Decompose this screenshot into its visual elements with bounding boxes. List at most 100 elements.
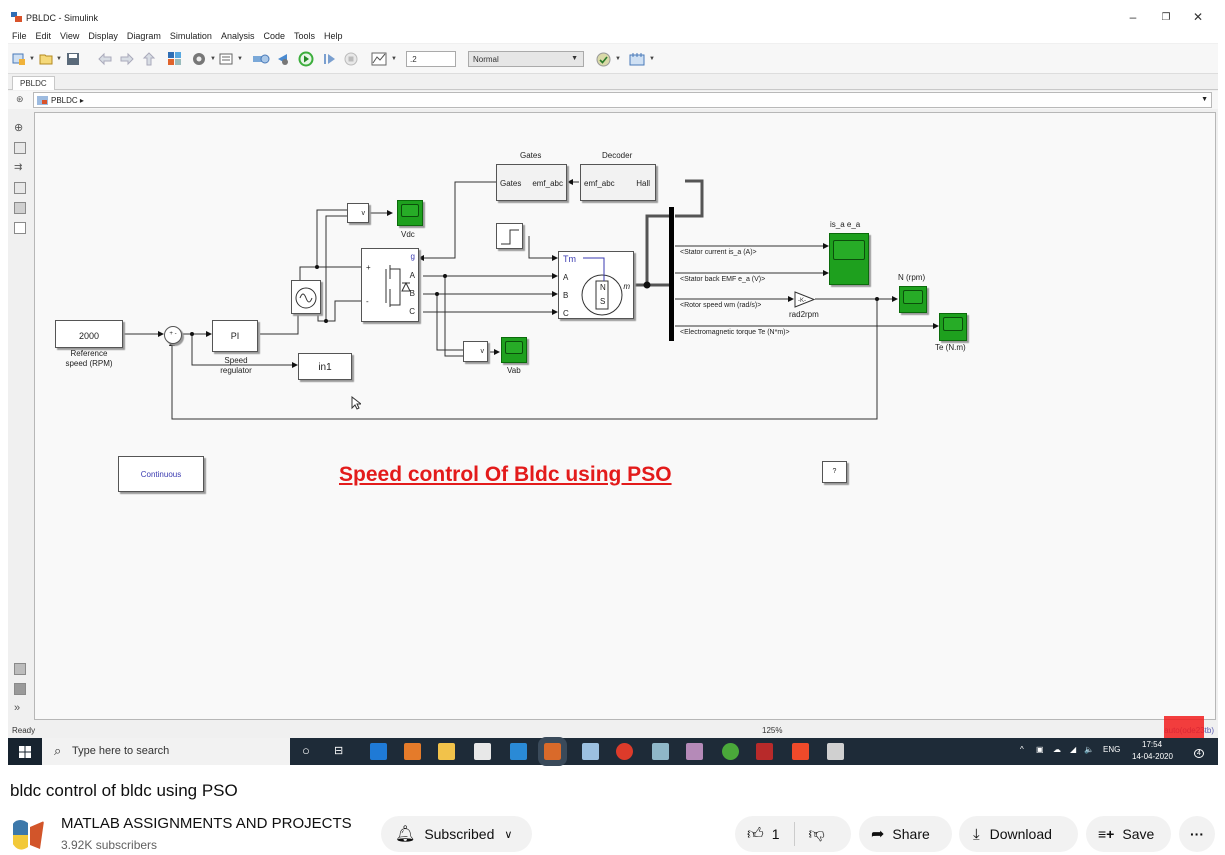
app-icon-3[interactable]: [686, 743, 703, 760]
app-icon-2[interactable]: [652, 743, 669, 760]
record-dropdown-icon[interactable]: ▼: [391, 56, 397, 62]
rad2rpm-gain-block[interactable]: -K-: [794, 291, 816, 308]
download-button[interactable]: ⤓ Download: [959, 816, 1078, 852]
library-browser-icon[interactable]: [168, 52, 182, 66]
step-forward-icon[interactable]: [322, 52, 336, 66]
sum-block[interactable]: + -: [164, 326, 182, 344]
channel-name[interactable]: MATLAB ASSIGNMENTS AND PROJECTS: [61, 815, 352, 832]
build-dropdown-icon[interactable]: ▼: [649, 56, 655, 62]
forward-icon[interactable]: [120, 52, 134, 66]
vdc-voltage-measurement-block[interactable]: v: [347, 203, 369, 223]
property-inspector-icon[interactable]: [14, 683, 26, 695]
pi-controller-block[interactable]: PI: [212, 320, 258, 352]
check-icon[interactable]: [596, 52, 611, 67]
stop-icon[interactable]: [344, 52, 358, 66]
menu-display[interactable]: Display: [88, 31, 118, 41]
model-browser-icon[interactable]: [14, 663, 26, 675]
open-icon[interactable]: [39, 52, 53, 66]
hide-browser-icon[interactable]: ⊛: [16, 94, 24, 104]
utorrent-icon[interactable]: [722, 743, 739, 760]
edge-icon[interactable]: [370, 743, 387, 760]
save-icon[interactable]: [66, 52, 80, 66]
volume-icon[interactable]: 🔈: [1084, 745, 1094, 754]
step-back-icon[interactable]: [275, 52, 289, 66]
te-scope[interactable]: [939, 313, 967, 341]
reference-speed-block[interactable]: 2000: [55, 320, 123, 348]
clock-date[interactable]: 14-04-2020: [1132, 752, 1173, 761]
like-button[interactable]: 👍︎1: [747, 825, 780, 844]
diagram-annotation-title[interactable]: Speed control Of Bldc using PSO: [339, 463, 672, 486]
n-rpm-scope[interactable]: [899, 286, 927, 313]
model-config-icon[interactable]: [192, 52, 206, 66]
app-icon-4[interactable]: [756, 743, 773, 760]
app-icon-6[interactable]: [827, 743, 844, 760]
minimize-button[interactable]: –: [1129, 10, 1137, 24]
vab-scope[interactable]: [501, 337, 527, 363]
chrome-icon[interactable]: [616, 743, 633, 760]
menu-view[interactable]: View: [60, 31, 80, 41]
taskbar-search-input[interactable]: ⌕ Type here to search: [42, 738, 290, 765]
gates-block[interactable]: Gates emf_abc: [496, 164, 567, 201]
cortana-icon[interactable]: ○: [302, 743, 310, 758]
language-indicator[interactable]: ENG: [1103, 745, 1121, 754]
file-explorer-icon[interactable]: [438, 743, 455, 760]
vdc-scope[interactable]: [397, 200, 423, 226]
save-button[interactable]: ≡+ Save: [1086, 816, 1171, 852]
run-icon[interactable]: [298, 51, 314, 67]
matlab-active-icon[interactable]: [538, 737, 567, 766]
vab-voltage-measurement-block[interactable]: v: [463, 341, 488, 362]
subscribed-button[interactable]: 🔔︎ Subscribed ∨: [381, 816, 532, 852]
stop-time-input[interactable]: .2: [406, 51, 456, 67]
share-button[interactable]: ➦ Share: [859, 816, 952, 852]
simulation-mode-select[interactable]: Normal▼: [468, 51, 584, 67]
menu-tools[interactable]: Tools: [293, 31, 315, 41]
close-button[interactable]: ✕: [1192, 10, 1204, 24]
onedrive-icon[interactable]: ☁: [1053, 745, 1061, 754]
scope-record-icon[interactable]: [371, 52, 387, 66]
dislike-button[interactable]: 👎︎: [808, 825, 825, 843]
back-icon[interactable]: [98, 52, 112, 66]
menu-simulation[interactable]: Simulation: [169, 31, 212, 41]
store-icon[interactable]: [474, 743, 491, 760]
diagram-canvas[interactable]: 2000 Reference speed (RPM) + - PI Speed …: [34, 112, 1216, 720]
notification-badge[interactable]: 4: [1194, 749, 1204, 758]
isa-ea-scope[interactable]: [829, 233, 869, 285]
step-block[interactable]: [496, 223, 523, 249]
log-signals-icon[interactable]: [252, 52, 270, 66]
build-icon[interactable]: [629, 52, 645, 66]
route-lines-icon[interactable]: ⇉: [14, 162, 23, 173]
model-explorer-icon[interactable]: [219, 52, 233, 66]
new-dropdown-icon[interactable]: ▼: [29, 56, 35, 62]
bldc-motor-block[interactable]: Tm A B C m N S: [558, 251, 634, 319]
menu-code[interactable]: Code: [263, 31, 285, 41]
tab-pbldc[interactable]: PBLDC: [12, 76, 55, 90]
maximize-button[interactable]: ❐: [1161, 12, 1171, 23]
annotation-icon[interactable]: [14, 182, 26, 194]
explorer-dropdown-icon[interactable]: ▼: [237, 56, 243, 62]
check-dropdown-icon[interactable]: ▼: [615, 56, 621, 62]
menu-diagram[interactable]: Diagram: [126, 31, 161, 41]
area-icon[interactable]: [14, 222, 26, 234]
controlled-voltage-source-block[interactable]: [291, 280, 321, 314]
new-model-icon[interactable]: [12, 52, 26, 66]
config-dropdown-icon[interactable]: ▼: [210, 56, 216, 62]
matlab-icon[interactable]: [404, 743, 421, 760]
expand-icon[interactable]: »: [14, 702, 21, 714]
clock-time[interactable]: 17:54: [1142, 740, 1163, 749]
zoom-icon[interactable]: ⊕: [14, 122, 24, 134]
app-icon-1[interactable]: [582, 743, 599, 760]
task-view-icon[interactable]: ⊟: [334, 745, 344, 757]
tray-expand-icon[interactable]: ^: [1020, 745, 1024, 754]
network-icon[interactable]: ◢: [1070, 745, 1077, 754]
menu-help[interactable]: Help: [324, 31, 343, 41]
fit-view-icon[interactable]: [14, 142, 26, 154]
start-button[interactable]: [8, 738, 42, 765]
breadcrumb[interactable]: PBLDC ▸ ▼: [33, 92, 1212, 108]
help-block[interactable]: ?: [822, 461, 847, 483]
image-icon[interactable]: [14, 202, 26, 214]
open-dropdown-icon[interactable]: ▼: [56, 56, 62, 62]
menu-analysis[interactable]: Analysis: [220, 31, 255, 41]
breadcrumb-model[interactable]: PBLDC: [51, 96, 78, 105]
decoder-block[interactable]: emf_abc Hall: [580, 164, 656, 201]
menu-file[interactable]: File: [12, 31, 27, 41]
